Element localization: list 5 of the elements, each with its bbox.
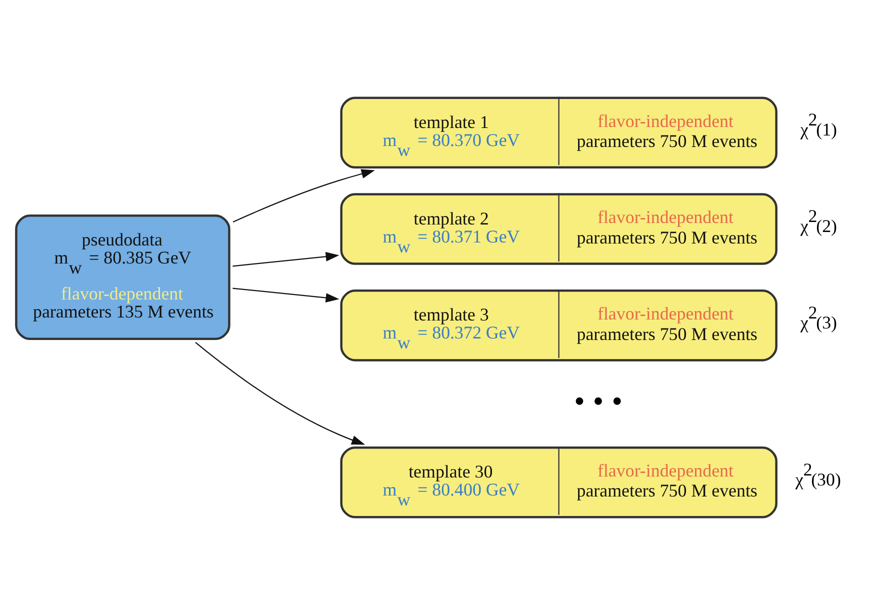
arrow <box>232 168 375 222</box>
arrow <box>232 287 340 302</box>
arrow <box>195 342 366 444</box>
label: • • • <box>574 383 623 418</box>
arrow <box>232 251 340 266</box>
